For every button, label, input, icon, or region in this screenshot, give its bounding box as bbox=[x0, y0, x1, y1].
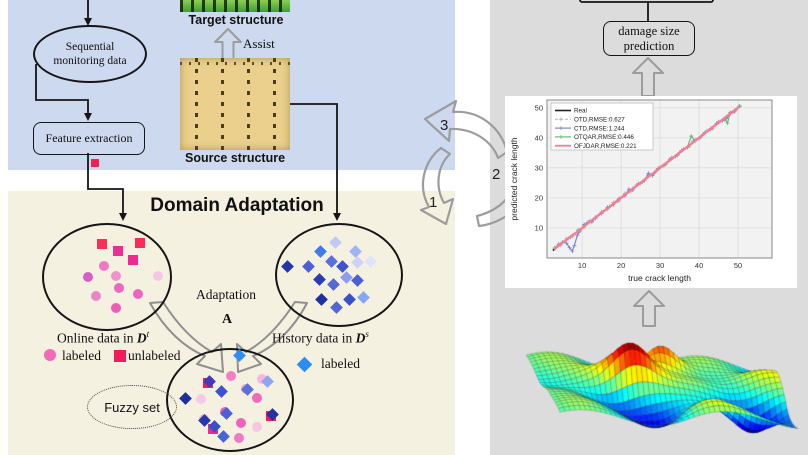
cycle-step-1: 1 bbox=[429, 194, 438, 211]
unlabeled-square-label: unlabeled bbox=[128, 348, 181, 363]
adaptation-symbol: A bbox=[222, 312, 233, 327]
chart-xlabel: true crack length bbox=[628, 273, 691, 283]
unlabeled-square-swatch bbox=[114, 350, 126, 362]
svg-text:OTQAR,RMSE:0.446: OTQAR,RMSE:0.446 bbox=[574, 134, 634, 141]
labeled-diamond-label: labeled bbox=[321, 356, 360, 371]
history-prefix: History data in bbox=[272, 330, 356, 346]
svg-text:10: 10 bbox=[535, 223, 543, 232]
online-data-label: Online data in Dt bbox=[57, 329, 149, 347]
svg-text:20: 20 bbox=[535, 193, 543, 202]
loss-surface-3d bbox=[522, 328, 804, 455]
svg-text:OFJDAR,RMSE:0.221: OFJDAR,RMSE:0.221 bbox=[574, 143, 637, 150]
svg-text:Real: Real bbox=[574, 108, 587, 115]
svg-text:30: 30 bbox=[535, 163, 543, 172]
source-structure-label: Source structure bbox=[184, 151, 286, 165]
target-structure-image bbox=[180, 0, 290, 12]
svg-text:40: 40 bbox=[695, 261, 703, 270]
svg-text:30: 30 bbox=[656, 261, 664, 270]
svg-text:CTD,RMSE:1.244: CTD,RMSE:1.244 bbox=[574, 125, 625, 132]
feature-extraction-label: Feature extraction bbox=[45, 131, 133, 145]
cycle-step-2: 2 bbox=[492, 166, 501, 183]
svg-text:OTD,RMSE:0.627: OTD,RMSE:0.627 bbox=[574, 117, 625, 124]
online-domain-sup: t bbox=[146, 329, 150, 339]
history-domain-symbol: D bbox=[355, 330, 366, 346]
svg-text:50: 50 bbox=[535, 103, 543, 112]
svg-text:10: 10 bbox=[578, 261, 586, 270]
sequential-line1: Sequential bbox=[65, 40, 115, 53]
online-data-ellipse bbox=[42, 223, 172, 331]
sequential-monitoring-ellipse: Sequential monitoring data bbox=[33, 25, 147, 83]
assist-label: Assist bbox=[243, 36, 275, 51]
svg-text:20: 20 bbox=[617, 261, 625, 270]
cycle-step-3: 3 bbox=[440, 117, 449, 134]
damage-size-prediction-box: damage size prediction bbox=[603, 21, 695, 56]
adaptation-label: Adaptation bbox=[196, 287, 256, 302]
feature-extraction-box: Feature extraction bbox=[33, 122, 145, 155]
damage-box-line1: damage size bbox=[618, 24, 680, 39]
history-data-ellipse bbox=[275, 223, 403, 327]
domain-adaptation-title: Domain Adaptation bbox=[150, 195, 324, 216]
history-data-label: History data in Ds bbox=[272, 329, 369, 347]
chart-ylabel: predicted crack length bbox=[509, 137, 519, 220]
chart-legend: RealOTD,RMSE:0.627CTD,RMSE:1.244OTQAR,RM… bbox=[550, 102, 654, 151]
sequential-line2: monitoring data bbox=[53, 55, 127, 67]
target-structure-label: Target structure bbox=[188, 13, 284, 27]
history-domain-sup: s bbox=[365, 329, 369, 339]
labeled-circle-label: labeled bbox=[62, 348, 101, 363]
svg-text:50: 50 bbox=[734, 261, 742, 270]
fuzzy-set-label: Fuzzy set bbox=[104, 399, 160, 415]
damage-box-line2: prediction bbox=[623, 38, 675, 53]
fused-data-ellipse bbox=[166, 348, 294, 452]
chart-tick-labels: 10 20 30 40 50 10 20 30 40 50 bbox=[535, 103, 743, 270]
series-OFJDAR bbox=[553, 105, 741, 250]
online-prefix: Online data in bbox=[57, 330, 137, 346]
online-domain-symbol: D bbox=[136, 330, 147, 346]
chart-grid bbox=[547, 100, 772, 258]
fuzzy-set-ellipse: Fuzzy set bbox=[87, 385, 177, 429]
prediction-chart: 10 20 30 40 50 10 20 30 40 50 true crack length pre… bbox=[505, 96, 797, 288]
labeled-circle-swatch bbox=[44, 349, 56, 361]
svg-text:40: 40 bbox=[535, 133, 543, 142]
source-structure-image bbox=[180, 58, 290, 150]
